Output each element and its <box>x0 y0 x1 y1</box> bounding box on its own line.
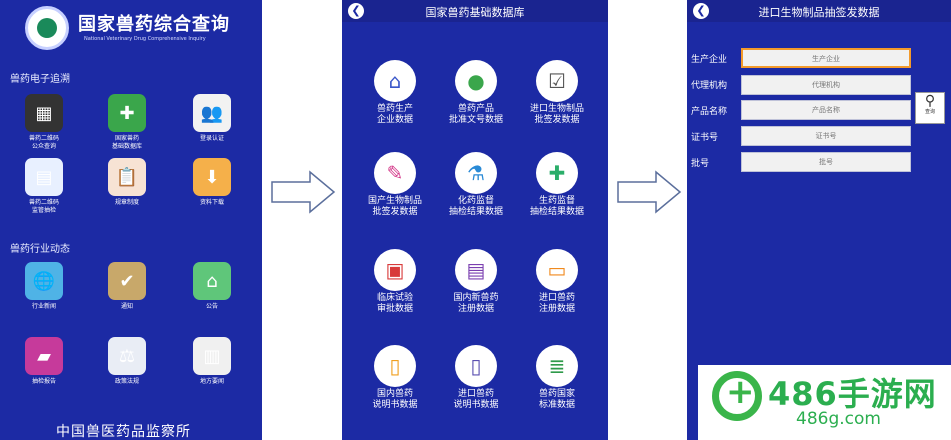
checklist-icon[interactable]: ☑ <box>536 60 578 102</box>
medicine-bottle-icon[interactable]: ✚ <box>536 152 578 194</box>
document-icon[interactable]: ▯ <box>374 345 416 387</box>
home-item-label: 登录认证 <box>199 135 224 142</box>
id-card-icon[interactable]: ▤ <box>455 249 497 291</box>
field-label-product: 产品名称 <box>691 107 728 117</box>
home-item-label: 国家兽药基础数据库 <box>111 135 142 150</box>
search-button[interactable]: ⚲ 查询 <box>915 92 945 124</box>
arrow-right-icon <box>617 170 682 214</box>
section-news-title: 兽药行业动态 <box>10 244 70 255</box>
database-item-label: 国内新兽药注册数据 <box>453 293 499 314</box>
batch-field[interactable]: 批号 <box>741 152 911 172</box>
announcement-icon[interactable]: ⌂ <box>193 262 231 300</box>
clipboard-icon[interactable]: 📋 <box>108 158 146 196</box>
download-icon[interactable]: ⬇ <box>193 158 231 196</box>
users-icon[interactable]: 👥 <box>193 94 231 132</box>
back-button[interactable]: ❮ <box>348 3 364 19</box>
home-item-label: 通知 <box>120 303 133 310</box>
field-label-company: 生产企业 <box>691 55 728 65</box>
database-item-label: 兽药产品批准文号数据 <box>448 104 503 125</box>
database-item-label: 兽药生产企业数据 <box>376 104 413 125</box>
back-button[interactable]: ❮ <box>693 3 709 19</box>
arrow-right-icon <box>271 170 336 214</box>
agency-field[interactable]: 代理机构 <box>741 75 911 95</box>
law-book-icon[interactable]: ⚖ <box>108 337 146 375</box>
search-button-label: 查询 <box>924 109 935 115</box>
field-label-agency: 代理机构 <box>691 81 728 91</box>
notice-icon[interactable]: ✔ <box>108 262 146 300</box>
app-title: 国家兽药综合查询 <box>78 14 230 35</box>
home-item-label: 地方要闻 <box>199 378 224 385</box>
flask-icon[interactable]: ⚗ <box>455 152 497 194</box>
card-icon[interactable]: ▭ <box>536 249 578 291</box>
stamp-icon[interactable]: ● <box>455 60 497 102</box>
database-item-label: 国产生物制品批签发数据 <box>367 196 422 217</box>
home-item-label: 公告 <box>205 303 218 310</box>
home-item-label: 兽药二维码公众查询 <box>28 135 59 150</box>
footer-title: 中国兽医药品监察所 <box>56 424 191 440</box>
house-icon[interactable]: ⌂ <box>374 60 416 102</box>
database-item-label: 进口兽药说明书数据 <box>453 389 499 410</box>
globe-icon[interactable]: 🌐 <box>25 262 63 300</box>
database-item-label: 进口生物制品批签发数据 <box>529 104 584 125</box>
home-item-label: 资料下载 <box>199 199 224 206</box>
home-item-label: 兽药二维码监管抽检 <box>28 199 59 214</box>
book-plus-icon[interactable]: ✚ <box>108 94 146 132</box>
database-item-label: 临床试验审批数据 <box>376 293 413 314</box>
newspaper-icon[interactable]: ▥ <box>193 337 231 375</box>
monitor-check-icon[interactable]: ▣ <box>374 249 416 291</box>
folder-icon[interactable]: ▰ <box>25 337 63 375</box>
field-label-batch: 批号 <box>691 159 710 169</box>
header-title: 进口生物制品抽签发数据 <box>758 6 880 19</box>
product-name-field[interactable]: 产品名称 <box>741 100 911 120</box>
header-bar: ❮ 国家兽药基础数据库 <box>342 0 608 22</box>
clipboard-edit-icon[interactable]: ✎ <box>374 152 416 194</box>
certificate-field[interactable]: 证书号 <box>741 126 911 146</box>
section-trace-title: 兽药电子追溯 <box>10 74 70 85</box>
database-item-label: 化药监督抽检结果数据 <box>448 196 503 217</box>
watermark: 486手游网 486g.com <box>698 365 951 440</box>
list-doc-icon[interactable]: ≣ <box>536 345 578 387</box>
home-item-label: 规章制度 <box>114 199 139 206</box>
database-item-label: 兽药国家标准数据 <box>538 389 575 410</box>
home-item-label: 政策法规 <box>114 378 139 385</box>
header-bar: ❮ 进口生物制品抽签发数据 <box>687 0 951 22</box>
app-logo-icon <box>25 6 69 50</box>
app-subtitle: National Veterinary Drug Comprehensive I… <box>84 36 206 42</box>
database-item-label: 进口兽药注册数据 <box>538 293 575 314</box>
watermark-url: 486g.com <box>796 409 881 429</box>
home-item-label: 抽检报告 <box>31 378 56 385</box>
company-field[interactable]: 生产企业 <box>741 48 911 68</box>
field-label-certificate: 证书号 <box>691 133 719 143</box>
database-item-label: 生药监督抽检结果数据 <box>529 196 584 217</box>
document-w-icon[interactable]: ▯ <box>455 345 497 387</box>
watermark-logo-icon <box>712 371 762 421</box>
document-scan-icon[interactable]: ▤ <box>25 158 63 196</box>
query-form-screen: ❮ 进口生物制品抽签发数据 生产企业 生产企业 代理机构 代理机构 产品名称 产… <box>687 0 951 440</box>
database-screen: ❮ 国家兽药基础数据库 ⌂兽药生产企业数据 ●兽药产品批准文号数据 ☑进口生物制品批… <box>342 0 608 440</box>
watermark-text: 486手游网 <box>768 375 937 413</box>
database-item-label: 国内兽药说明书数据 <box>372 389 418 410</box>
search-icon: ⚲ <box>924 93 936 109</box>
home-screen: 国家兽药综合查询 National Veterinary Drug Compre… <box>0 0 262 440</box>
qr-code-icon[interactable]: ▦ <box>25 94 63 132</box>
header-title: 国家兽药基础数据库 <box>425 6 525 19</box>
home-item-label: 行业新闻 <box>31 303 56 310</box>
